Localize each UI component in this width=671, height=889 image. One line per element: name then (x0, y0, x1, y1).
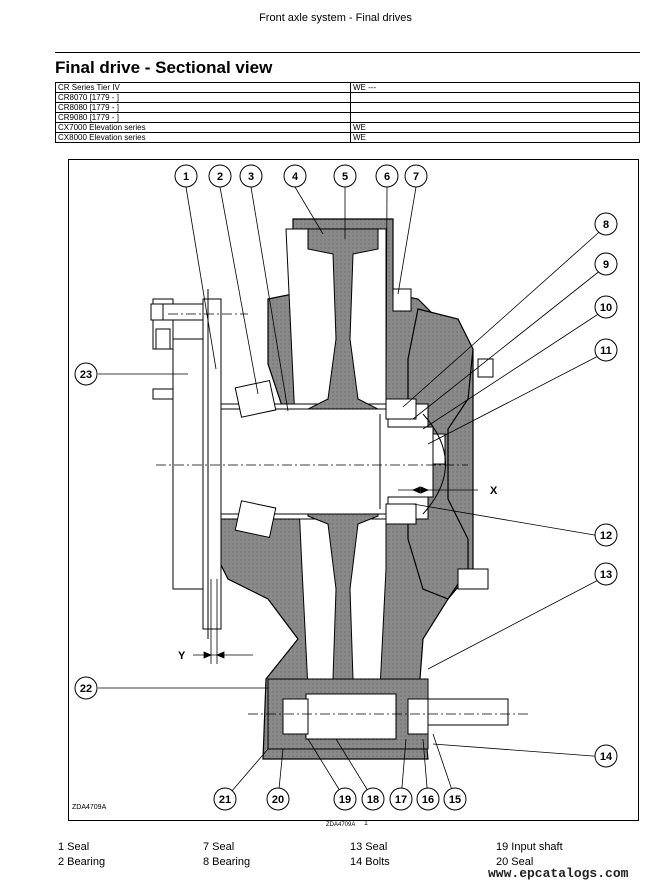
legend-item: 19 Input shaft (496, 841, 563, 853)
callout-label: 1 (183, 171, 189, 183)
model-name: CR8070 [1779 - ] (55, 92, 351, 103)
dimension-y (193, 579, 253, 664)
callout-circle (333, 164, 357, 188)
plugs (392, 288, 494, 590)
callout-label: 23 (80, 369, 92, 381)
callout-circle (389, 787, 413, 811)
dimension-x-label: X (490, 485, 498, 497)
end-cap (422, 413, 446, 515)
callout-circle (213, 787, 237, 811)
legend-item: 20 Seal (496, 856, 534, 868)
callout-circle (283, 164, 307, 188)
callout-circle (74, 362, 98, 386)
callout-label: 16 (422, 794, 434, 806)
dimension-y-label: Y (178, 650, 186, 662)
model-name: CR9080 [1779 - ] (55, 112, 351, 123)
callout-circle (74, 676, 98, 700)
callout-label: 10 (600, 302, 612, 314)
model-name: CX7000 Elevation series (55, 122, 351, 133)
callout-label: 15 (449, 794, 461, 806)
callout-label: 22 (80, 683, 92, 695)
callout-label: 12 (600, 530, 612, 542)
callout-label: 19 (339, 794, 351, 806)
model-name: CR Series Tier IV (55, 82, 351, 93)
callout-label: 14 (600, 751, 613, 763)
model-code (350, 102, 640, 113)
callout-circle (594, 744, 618, 768)
callout-label: 8 (603, 219, 609, 231)
callout-circle (208, 164, 232, 188)
legend-item: 7 Seal (203, 841, 235, 853)
model-row: CR8070 [1779 - ] (55, 92, 640, 103)
model-name: CX8000 Elevation series (55, 132, 351, 143)
model-code: WE (350, 132, 640, 143)
model-code (350, 112, 640, 123)
dimension-x (398, 486, 478, 494)
model-row: CR9080 [1779 - ] (55, 112, 640, 123)
header-rule (55, 52, 640, 53)
legend-col-4: 19 Input shaft 20 Seal (496, 840, 563, 870)
callout-label: 6 (384, 171, 390, 183)
callout-label: 13 (600, 569, 612, 581)
wheel-bolt (150, 303, 204, 321)
legend-col-2: 7 Seal 8 Bearing (203, 840, 250, 870)
legend-col-1: 1 Seal 2 Bearing (58, 840, 105, 870)
callout-label: 18 (367, 794, 379, 806)
legend-item: 13 Seal (350, 841, 388, 853)
callout-label: 20 (272, 794, 284, 806)
callout-label: 21 (219, 794, 231, 806)
callout-circle (594, 252, 618, 276)
model-row: CR8080 [1779 - ] (55, 102, 640, 113)
model-name: CR8080 [1779 - ] (55, 102, 351, 113)
callout-label: 3 (248, 171, 254, 183)
callout-circle (375, 164, 399, 188)
callout-circle (594, 212, 618, 236)
page-mark: 1 (364, 820, 368, 827)
callout-label: 11 (600, 345, 612, 357)
legend-item: 1 Seal (58, 841, 90, 853)
watermark: www.epcatalogs.com (488, 866, 629, 881)
drawing-code-small: ZDA4709A (326, 822, 356, 828)
callout-circle (594, 523, 618, 547)
callout-circle (333, 787, 357, 811)
callout-circle (443, 787, 467, 811)
callout-circle (594, 295, 618, 319)
callout-circle (239, 164, 263, 188)
leader-lines (98, 186, 607, 800)
callout-circle (416, 787, 440, 811)
legend-item: 2 Bearing (58, 856, 106, 868)
callout-circle (594, 562, 618, 586)
callout-circle (361, 787, 385, 811)
callout-circle (594, 338, 618, 362)
drawing-code: ZDA4709A (72, 804, 107, 811)
callout-circle (266, 787, 290, 811)
page-title: Final drive - Sectional view (55, 58, 273, 77)
legend-col-3: 13 Seal 14 Bolts (350, 840, 390, 870)
page-header: Front axle system - Final drives (259, 12, 412, 24)
callout-circle (404, 164, 428, 188)
legend-item: 8 Bearing (203, 856, 251, 868)
model-code (350, 92, 640, 103)
callout-circle (174, 164, 198, 188)
callout-label: 5 (342, 171, 348, 183)
callout-label: 4 (292, 171, 299, 183)
callout-label: 2 (217, 171, 223, 183)
model-code: WE --- (350, 82, 640, 93)
legend-item: 14 Bolts (350, 856, 390, 868)
callout-label: 9 (603, 259, 609, 271)
callout-label: 7 (413, 171, 419, 183)
model-code: WE (350, 122, 640, 133)
callout-label: 17 (395, 794, 407, 806)
